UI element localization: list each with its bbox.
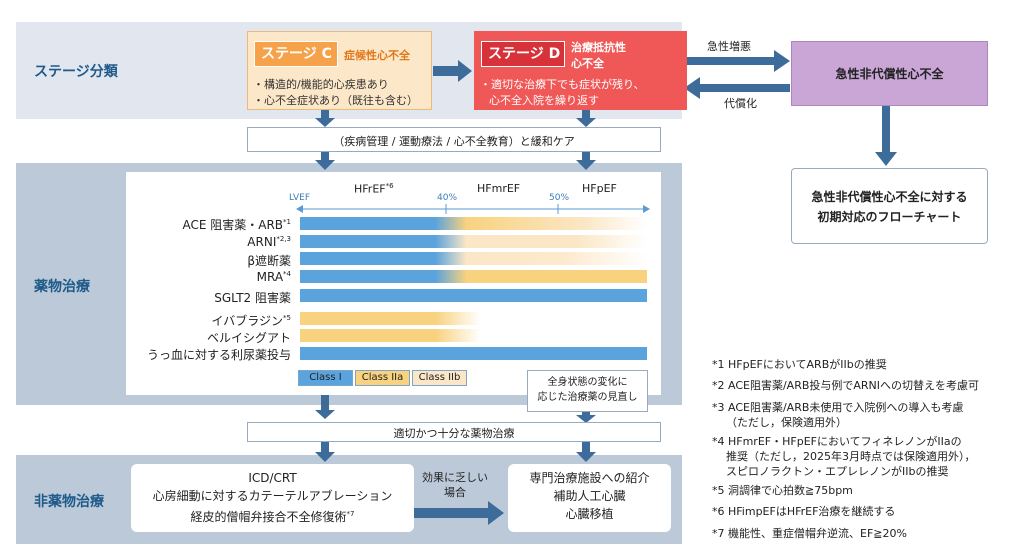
lvef-axis bbox=[296, 204, 650, 214]
nondrug-box1-line2: 心房細動に対するカテーテルアブレーション bbox=[152, 489, 393, 503]
stage-c-name-text: ステージ C bbox=[261, 46, 332, 62]
footnote-2: *2 ACE阻害薬/ARB投与例でARNIへの切替えを考慮可 bbox=[712, 379, 980, 392]
drug-name-6: ベルイシグアト bbox=[206, 331, 291, 345]
stage-c-name: ステージ C bbox=[254, 41, 338, 67]
drug-label-6: ベルイシグアト bbox=[207, 329, 291, 346]
drug-name-4: SGLT2 阻害薬 bbox=[214, 291, 291, 305]
acute-hf-text: 急性非代償性心不全 bbox=[835, 67, 944, 81]
drug-bar-mra bbox=[300, 270, 647, 283]
drug-bar-vericiguat bbox=[300, 329, 647, 342]
from-acute-label: 代償化 bbox=[724, 97, 757, 110]
stage-d-line1: ・適切な治療下でも症状が残り、 bbox=[480, 78, 645, 91]
flowchart-line2: 初期対応のフローチャート bbox=[817, 210, 962, 224]
drug-label-5: イバブラジン*5 bbox=[212, 312, 292, 329]
footnote-5: *5 洞調律で心拍数≧75bpm bbox=[712, 484, 853, 497]
footnote-4-line2: 推奨（ただし，2025年3月時点では保険適用外）， bbox=[726, 450, 976, 463]
col-hfref-sup: *6 bbox=[385, 182, 394, 190]
nondrug-box-advanced: 専門治療施設への紹介 補助人工心臓 心臓移植 bbox=[508, 464, 671, 532]
footnote-6: *6 HFimpEFはHFrEF治療を継続する bbox=[712, 505, 896, 518]
stage-c-title: 症候性心不全 bbox=[344, 49, 410, 62]
ineffective-line2: 場合 bbox=[444, 486, 466, 499]
col-hfref-text: HFrEF bbox=[354, 182, 386, 196]
care-bar: （疾病管理 / 運動療法 / 心不全教育）と緩和ケア bbox=[247, 127, 661, 152]
drug-bar-ivabradine bbox=[300, 312, 647, 325]
adequate-bar: 適切かつ十分な薬物治療 bbox=[247, 422, 661, 442]
footnote-4-line3: スピロノラクトン・エプレレノンがIIbの推奨 bbox=[726, 465, 949, 478]
to-acute-label: 急性増悪 bbox=[707, 40, 751, 53]
drug-label-4: SGLT2 阻害薬 bbox=[214, 289, 291, 306]
footnote-1: *1 HFpEFにおいてARBがIIbの推奨 bbox=[712, 358, 887, 371]
nondrug-box1-line3: 経皮的僧帽弁接合不全修復術 bbox=[190, 510, 347, 524]
nondrug-box2-line2: 補助人工心臓 bbox=[553, 489, 626, 503]
col-hfpef: HFpEF bbox=[582, 182, 617, 195]
stage-c-line1: ・構造的/機能的心疾患あり bbox=[253, 78, 389, 91]
adequate-bar-text: 適切かつ十分な薬物治療 bbox=[393, 427, 515, 440]
nondrug-box2-line3: 心臓移植 bbox=[565, 507, 614, 521]
drug-label: 薬物治療 bbox=[34, 279, 90, 295]
drug-label-0: ACE 阻害薬・ARB*1 bbox=[182, 216, 291, 233]
review-note-line1: 全身状態の変化に bbox=[547, 377, 628, 388]
review-note: 全身状態の変化に 応じた治療薬の見直し bbox=[527, 370, 648, 412]
drug-name-5: イバブラジン bbox=[211, 314, 284, 328]
nondrug-box1-sup: *7 bbox=[346, 510, 355, 518]
drug-sup-5: *5 bbox=[283, 314, 291, 322]
nondrug-label: 非薬物治療 bbox=[34, 494, 104, 510]
legend-class-2b: Class IIb bbox=[412, 370, 467, 386]
drug-bar-ace-arb bbox=[300, 217, 647, 230]
nondrug-box-devices: ICD/CRT 心房細動に対するカテーテルアブレーション 経皮的僧帽弁接合不全修… bbox=[131, 464, 414, 532]
stage-d-name-text: ステージ D bbox=[488, 46, 561, 62]
footnote-4: *4 HFmrEF・HFpEFにおいてフィネレノンがIIaの bbox=[712, 435, 962, 448]
drug-label-3: MRA*4 bbox=[257, 270, 291, 284]
drug-label-2: β遮断薬 bbox=[247, 252, 291, 269]
drug-name-7: うっ血に対する利尿薬投与 bbox=[146, 348, 291, 362]
legend-class-2a: Class IIa bbox=[355, 370, 410, 386]
stage-label: ステージ分類 bbox=[34, 64, 118, 80]
ineffective-line1: 効果に乏しい bbox=[422, 471, 488, 484]
legend-class-1: Class I bbox=[298, 370, 353, 386]
review-note-line2: 応じた治療薬の見直し bbox=[537, 392, 638, 403]
footnote-7: *7 機能性、重症僧帽弁逆流、EF≧20% bbox=[712, 527, 907, 540]
drug-sup-0: *1 bbox=[283, 218, 291, 226]
acute-hf-box: 急性非代償性心不全 bbox=[791, 41, 988, 106]
stage-d-name: ステージ D bbox=[481, 41, 565, 67]
stage-d-title2: 心不全 bbox=[571, 57, 604, 70]
drug-name-2: β遮断薬 bbox=[247, 254, 291, 268]
drug-bar-arni bbox=[300, 235, 647, 248]
flowchart-box: 急性非代償性心不全に対する 初期対応のフローチャート bbox=[791, 168, 988, 244]
nondrug-box1-line1: ICD/CRT bbox=[248, 471, 297, 485]
drug-label-7: うっ血に対する利尿薬投与 bbox=[147, 346, 291, 363]
drug-sup-1: *2,3 bbox=[276, 235, 291, 243]
nondrug-box1-line3-wrap: 経皮的僧帽弁接合不全修復術*7 bbox=[131, 505, 414, 526]
ineffective-label: 効果に乏しい 場合 bbox=[418, 470, 492, 500]
nondrug-box2-line1: 専門治療施設への紹介 bbox=[529, 471, 650, 485]
stage-d-title1: 治療抵抗性 bbox=[571, 41, 626, 54]
drug-name-1: ARNI bbox=[247, 235, 277, 249]
tick-40-label: 40% bbox=[437, 193, 458, 203]
stage-c-line2: ・心不全症状あり（既往も含む） bbox=[253, 94, 418, 107]
drug-name-0: ACE 阻害薬・ARB bbox=[182, 218, 284, 232]
footnote-3: *3 ACE阻害薬/ARB未使用で入院例への導入も考慮 bbox=[712, 401, 964, 414]
drug-label-1: ARNI*2,3 bbox=[247, 235, 291, 249]
stage-d-line2: 心不全入院を繰り返す bbox=[489, 94, 599, 107]
care-bar-text: （疾病管理 / 運動療法 / 心不全教育）と緩和ケア bbox=[333, 135, 575, 148]
drug-bar-beta-blocker bbox=[300, 252, 647, 265]
col-hfref: HFrEF*6 bbox=[354, 182, 394, 196]
footnote-3-line2: （ただし，保険適用外） bbox=[726, 416, 847, 429]
drug-sup-3: *4 bbox=[283, 270, 291, 278]
drug-bar-sglt2 bbox=[300, 289, 647, 302]
tick-50-label: 50% bbox=[549, 193, 570, 203]
col-hfmref: HFmrEF bbox=[477, 182, 521, 195]
lvef-label: LVEF bbox=[289, 193, 311, 203]
flowchart-line1: 急性非代償性心不全に対する bbox=[811, 190, 968, 204]
drug-bar-diuretic bbox=[300, 347, 647, 360]
drug-name-3: MRA bbox=[256, 270, 284, 284]
